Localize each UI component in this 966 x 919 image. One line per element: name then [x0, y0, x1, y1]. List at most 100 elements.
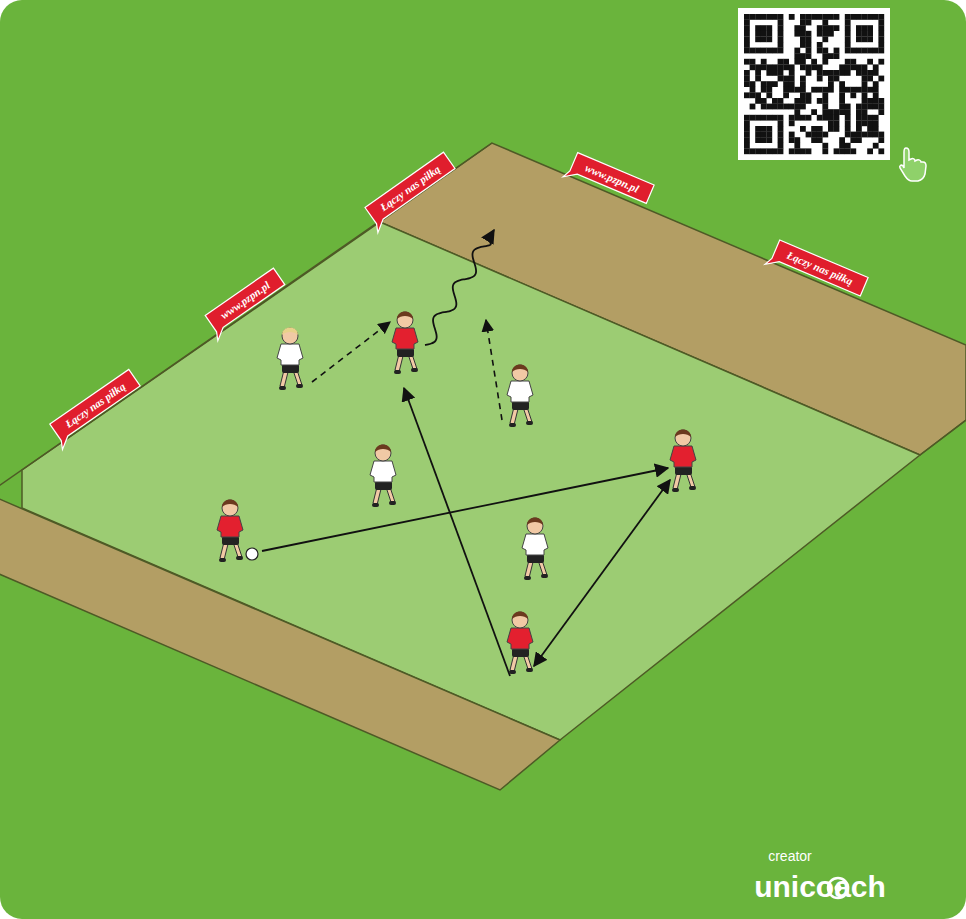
qr-module — [839, 137, 845, 143]
qr-module — [806, 115, 812, 121]
qr-module — [845, 64, 851, 70]
qr-module — [867, 132, 873, 138]
qr-module — [800, 14, 806, 20]
qr-code — [738, 8, 890, 160]
qr-module — [867, 87, 873, 93]
qr-module — [811, 87, 817, 93]
qr-module — [778, 42, 784, 48]
qr-module — [783, 76, 789, 82]
qr-module — [761, 48, 767, 54]
qr-module — [878, 137, 884, 143]
qr-module — [867, 98, 873, 104]
qr-module — [856, 120, 862, 126]
qr-module — [828, 31, 834, 37]
qr-module — [878, 76, 884, 82]
qr-module — [778, 148, 784, 154]
qr-module — [862, 36, 868, 42]
qr-module — [878, 14, 884, 20]
qr-module — [800, 64, 806, 70]
qr-module — [806, 64, 812, 70]
qr-module — [789, 115, 795, 121]
qr-module — [839, 98, 845, 104]
qr-module — [862, 104, 868, 110]
qr-module — [817, 42, 823, 48]
qr-module — [839, 109, 845, 115]
banner-group — [47, 151, 869, 449]
qr-module — [850, 48, 856, 54]
qr-module — [878, 31, 884, 37]
qr-module — [800, 20, 806, 26]
qr-module — [772, 104, 778, 110]
qr-module — [789, 76, 795, 82]
qr-module — [878, 20, 884, 26]
qr-module — [873, 104, 879, 110]
qr-module — [772, 81, 778, 87]
qr-module — [772, 48, 778, 54]
qr-module — [862, 31, 868, 37]
qr-module — [744, 25, 750, 31]
qr-module — [761, 59, 767, 65]
qr-module — [856, 104, 862, 110]
qr-module — [744, 14, 750, 20]
qr-module — [755, 31, 761, 37]
qr-module — [766, 104, 772, 110]
qr-module — [811, 14, 817, 20]
qr-module — [834, 53, 840, 59]
qr-module — [772, 64, 778, 70]
qr-module — [856, 25, 862, 31]
qr-module — [867, 126, 873, 132]
qr-module — [761, 14, 767, 20]
qr-module — [867, 31, 873, 37]
qr-module — [806, 14, 812, 20]
qr-module — [822, 25, 828, 31]
qr-module — [839, 81, 845, 87]
qr-module — [822, 132, 828, 138]
qr-module — [744, 48, 750, 54]
qr-module — [817, 48, 823, 54]
qr-module — [862, 115, 868, 121]
qr-module — [750, 64, 756, 70]
qr-module — [817, 87, 823, 93]
qr-module — [845, 42, 851, 48]
qr-module — [878, 104, 884, 110]
qr-module — [878, 48, 884, 54]
qr-module — [873, 115, 879, 121]
qr-module — [856, 48, 862, 54]
qr-module — [834, 115, 840, 121]
qr-module — [744, 115, 750, 121]
qr-module — [845, 115, 851, 121]
qr-module — [817, 25, 823, 31]
qr-module — [856, 64, 862, 70]
qr-module — [744, 143, 750, 149]
qr-module — [755, 36, 761, 42]
qr-module — [750, 148, 756, 154]
qr-module — [878, 98, 884, 104]
qr-module — [862, 132, 868, 138]
qr-module — [778, 59, 784, 65]
qr-module — [778, 137, 784, 143]
qr-module — [878, 42, 884, 48]
qr-module — [839, 104, 845, 110]
qr-module — [783, 64, 789, 70]
qr-module — [778, 132, 784, 138]
dribble-arrow — [425, 230, 494, 345]
qr-module — [856, 14, 862, 20]
qr-module — [794, 48, 800, 54]
qr-module — [755, 92, 761, 98]
qr-module — [862, 92, 868, 98]
qr-module — [873, 81, 879, 87]
qr-module — [789, 87, 795, 93]
qr-module — [867, 70, 873, 76]
qr-module — [867, 36, 873, 42]
qr-module — [766, 14, 772, 20]
pass-arrow — [534, 480, 670, 666]
qr-module — [750, 59, 756, 65]
qr-module — [817, 132, 823, 138]
qr-module — [778, 143, 784, 149]
qr-module — [834, 14, 840, 20]
qr-module — [744, 120, 750, 126]
qr-module — [789, 14, 795, 20]
qr-module — [867, 115, 873, 121]
qr-module — [873, 70, 879, 76]
